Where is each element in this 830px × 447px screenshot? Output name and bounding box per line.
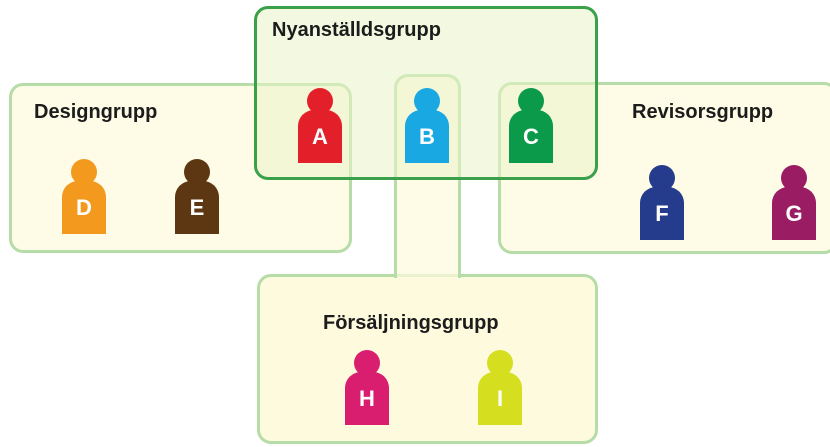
person-h: H [345, 350, 389, 425]
person-i-head-icon [487, 350, 513, 376]
person-d-head-icon [71, 159, 97, 185]
person-c: C [509, 88, 553, 163]
person-c-body-icon [509, 110, 553, 163]
person-e-label: E [189, 195, 205, 220]
person-g: G [772, 165, 816, 240]
person-h-label: H [359, 386, 375, 411]
person-h-body-icon [345, 372, 389, 425]
person-g-head-icon [781, 165, 807, 191]
person-a-head-icon [307, 88, 333, 114]
person-c-head-icon [518, 88, 544, 114]
person-a-body-icon [298, 110, 342, 163]
person-b-head-icon [414, 88, 440, 114]
person-c-label: C [523, 124, 539, 149]
person-i-label: I [496, 386, 504, 411]
person-f-label: F [655, 201, 669, 226]
person-g-body-icon [772, 187, 816, 240]
person-i-body-icon [478, 372, 522, 425]
person-a-label: A [312, 124, 328, 149]
person-a: A [298, 88, 342, 163]
person-h-head-icon [354, 350, 380, 376]
person-e: E [175, 159, 219, 234]
person-b-body-icon [405, 110, 449, 163]
person-f-body-icon [640, 187, 684, 240]
person-f: F [640, 165, 684, 240]
person-b-label: B [419, 124, 435, 149]
person-d-label: D [76, 195, 92, 220]
design-group-title: Designgrupp [34, 101, 158, 123]
person-g-label: G [785, 201, 803, 226]
person-f-head-icon [649, 165, 675, 191]
sales-group-title: Försäljningsgrupp [323, 312, 499, 334]
person-i: I [478, 350, 522, 425]
person-e-head-icon [184, 159, 210, 185]
new-employees-group-title: Nyanställdsgrupp [272, 19, 441, 41]
person-e-body-icon [175, 181, 219, 234]
person-d-body-icon [62, 181, 106, 234]
sales-group-box [257, 274, 598, 444]
auditors-group-title: Revisorsgrupp [632, 101, 774, 123]
person-d: D [62, 159, 106, 234]
person-b: B [405, 88, 449, 163]
